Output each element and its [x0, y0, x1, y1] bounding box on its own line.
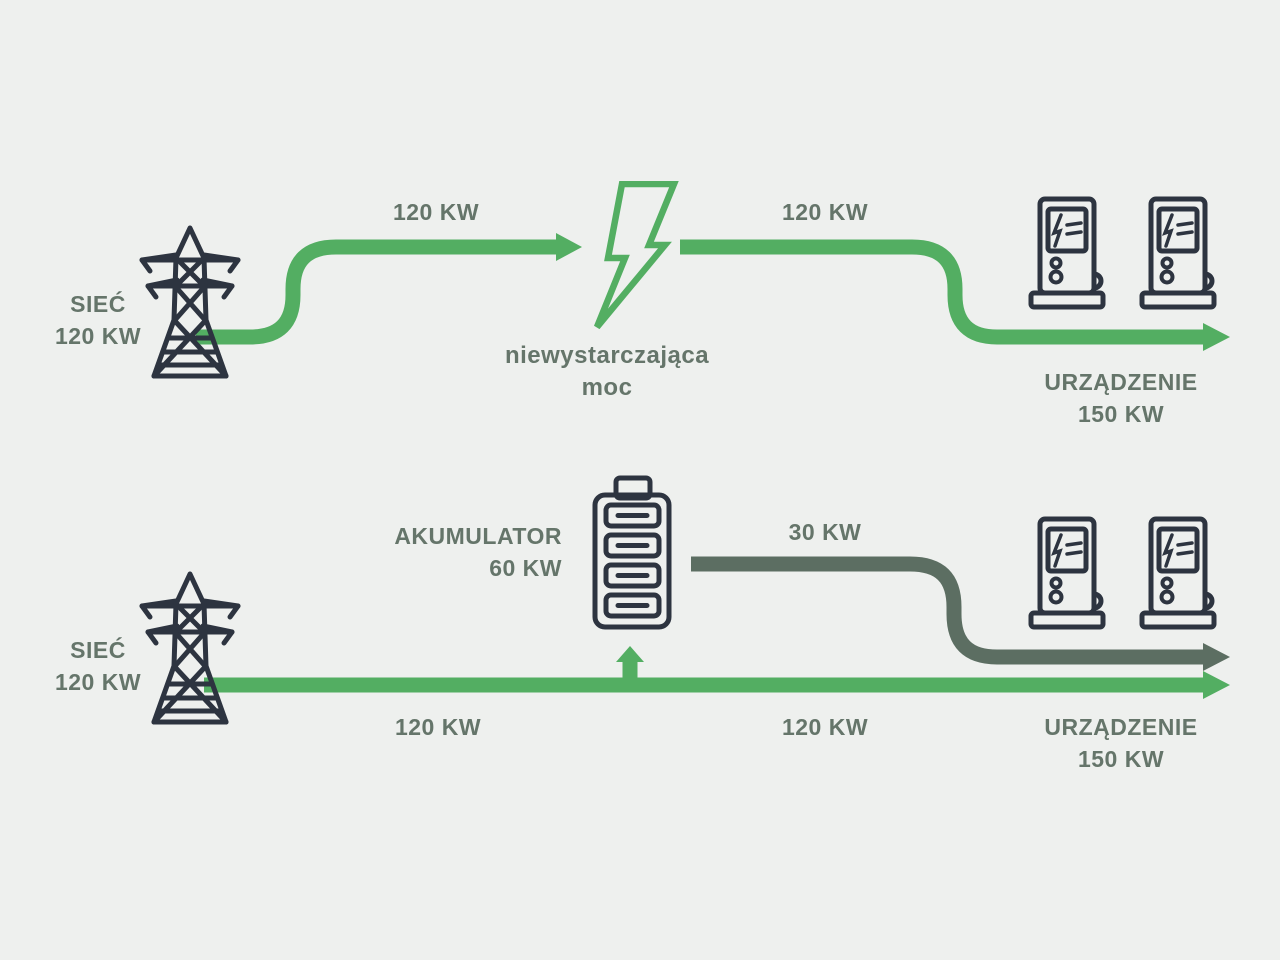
battery-flow-label: 30 KW [788, 519, 862, 545]
ev-charger-icon [1028, 516, 1106, 630]
flow1-label-top: 120 KW [392, 199, 480, 225]
lightning-bolt-icon [593, 181, 679, 330]
grid-source-value: 120 KW [54, 669, 142, 695]
flow-arrow-bolt-to-chargers [1203, 323, 1230, 351]
flow-line-battery-to-chargers [691, 556, 1203, 665]
device-name: URZĄDZENIE [1044, 369, 1198, 395]
flow-line-grid-to-bolt [196, 239, 556, 345]
ev-charger-icon [1028, 196, 1106, 310]
battery-label: AKUMULATOR 60 KW [394, 520, 562, 584]
power-tower-icon [139, 571, 241, 725]
battery-name: AKUMULATOR [394, 523, 562, 549]
flow-arrow-grid-bottom [1203, 671, 1230, 699]
battery-value: 60 KW [489, 555, 562, 581]
insufficient-power-caption: niewystarczająca moc [505, 340, 709, 404]
grid-source-name: SIEĆ [70, 291, 126, 317]
power-tower-icon [139, 225, 241, 379]
flow-arrow-to-battery [616, 646, 644, 662]
device-label-top: URZĄDZENIE 150 KW [1044, 366, 1197, 430]
battery-icon [592, 475, 672, 630]
flow-line-bolt-to-chargers [680, 239, 1203, 345]
device-name: URZĄDZENIE [1044, 714, 1198, 740]
device-label-bottom: URZĄDZENIE 150 KW [1044, 711, 1197, 775]
flow-arrow-battery-to-chargers [1203, 643, 1230, 671]
flow1-label-bottom: 120 KW [394, 714, 482, 740]
grid-source-name: SIEĆ [70, 637, 126, 663]
flow2-label-top: 120 KW [781, 199, 869, 225]
insufficient-power-line1: niewystarczająca [504, 342, 710, 369]
grid-source-label-bottom: SIEĆ 120 KW [55, 634, 141, 698]
flow-arrow-grid-to-bolt [556, 233, 582, 261]
grid-source-value: 120 KW [54, 323, 142, 349]
grid-source-label-top: SIEĆ 120 KW [55, 288, 141, 352]
flow2-label-bottom: 120 KW [781, 714, 869, 740]
device-value: 150 KW [1077, 746, 1165, 772]
ev-charger-icon [1139, 516, 1217, 630]
device-value: 150 KW [1077, 401, 1165, 427]
insufficient-power-line2: moc [581, 374, 633, 401]
ev-charger-icon [1139, 196, 1217, 310]
